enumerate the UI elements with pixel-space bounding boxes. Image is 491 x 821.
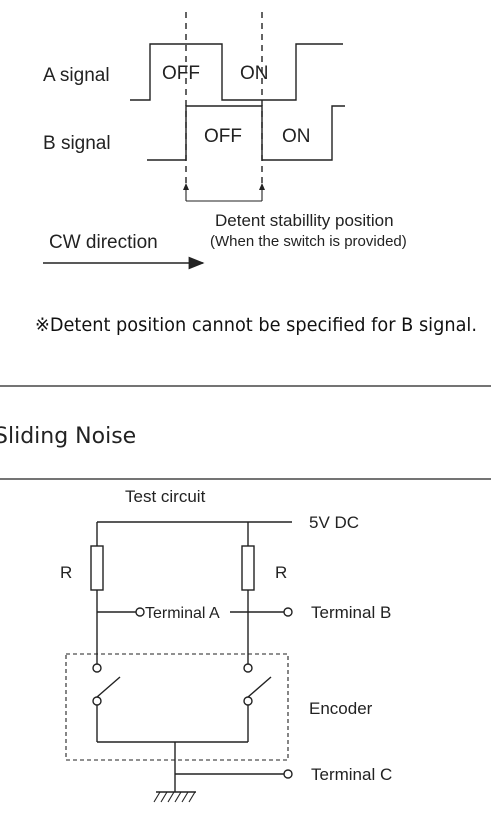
cw-direction-label: CW direction	[49, 232, 158, 253]
detent-marker-right	[259, 183, 265, 190]
detent-marker-left	[183, 183, 189, 190]
ground-icon	[153, 791, 196, 803]
b-signal-label: B signal	[43, 133, 111, 154]
supply-label: 5V DC	[309, 513, 359, 532]
left-resistor	[90, 545, 104, 591]
terminal-a-label: Terminal A	[145, 605, 220, 622]
a-signal-waveform	[130, 43, 343, 101]
a-on-label: ON	[240, 63, 269, 84]
left-switch-blade	[96, 676, 121, 698]
b-on-label: ON	[282, 126, 311, 147]
b-signal-waveform	[147, 105, 345, 161]
section-heading: Sliding Noise	[0, 424, 136, 449]
timing-diagram: A signal B signal OFF ON OFF ON Detent s…	[35, 12, 477, 336]
right-resistor	[241, 545, 255, 591]
circuit-title: Test circuit	[125, 487, 206, 506]
right-switch-contact-top	[243, 663, 253, 673]
terminal-c-node	[283, 769, 293, 779]
left-switch-contact-top	[92, 663, 102, 673]
a-signal-label: A signal	[43, 65, 110, 86]
encoder-label: Encoder	[309, 699, 373, 718]
right-switch-contact-bottom	[243, 696, 253, 706]
terminal-a-node	[135, 607, 145, 617]
right-switch-blade	[247, 676, 272, 698]
encoder-box	[65, 653, 289, 761]
terminal-b-node	[283, 607, 293, 617]
left-resistor-label: R	[60, 563, 72, 582]
terminal-b-label: Terminal B	[311, 603, 391, 622]
detent-position-label: Detent stabillity position	[215, 211, 394, 230]
b-signal-note: ※Detent position cannot be specified for…	[35, 314, 477, 336]
b-off-label: OFF	[204, 126, 242, 147]
test-circuit: Test circuit 5V DC R Terminal A R Termin…	[60, 487, 392, 803]
left-switch-contact-bottom	[92, 696, 102, 706]
right-resistor-label: R	[275, 563, 287, 582]
a-off-label: OFF	[162, 63, 200, 84]
detent-condition-label: (When the switch is provided)	[210, 233, 407, 250]
terminal-c-label: Terminal C	[311, 765, 392, 784]
